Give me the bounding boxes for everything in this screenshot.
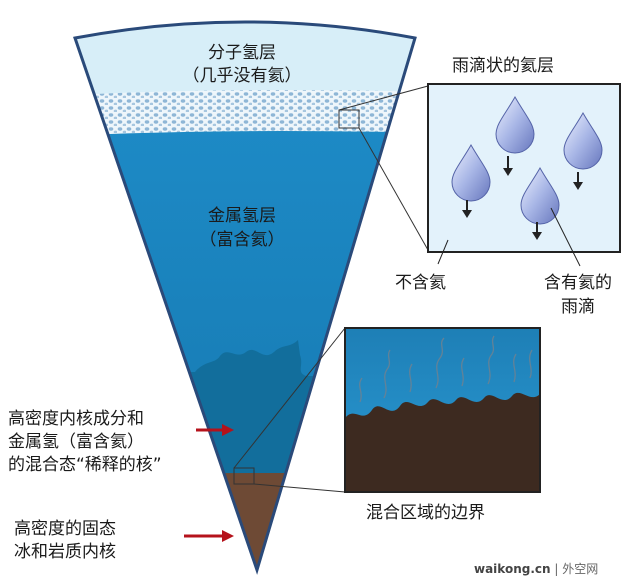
helium-droplet — [495, 95, 535, 176]
molecular-layer-note: （几乎没有氦） — [182, 66, 302, 86]
mixing-inset-frame — [344, 327, 541, 493]
leader-line — [437, 239, 449, 265]
metallic-layer-title: 金属氢层 — [208, 206, 276, 226]
helium-droplet-band — [75, 90, 415, 140]
solid-core-annotation-line1: 高密度的固态 — [14, 519, 116, 539]
watermark: waikong.cn | 外空网 — [474, 560, 598, 577]
watermark-site: waikong.cn — [474, 562, 551, 576]
watermark-separator: | — [550, 562, 563, 576]
watermark-name: 外空网 — [562, 562, 599, 576]
turbulence-wisps — [359, 335, 533, 403]
cone-outline — [73, 20, 417, 575]
metallic-layer-note: （富含氦） — [199, 230, 285, 250]
dilute-core-arrow — [196, 424, 234, 436]
helium-rain-title: 雨滴状的氦层 — [452, 56, 554, 76]
helium-droplet — [451, 143, 491, 218]
connector-line — [233, 327, 346, 469]
helium-droplet-label-line1: 含有氦的 — [544, 273, 612, 293]
connector-line — [338, 85, 429, 111]
dilute-core-annotation-line3: 的混合态“稀释的核” — [8, 455, 162, 475]
molecular-hydrogen-layer — [75, 22, 415, 102]
connector-line — [253, 483, 346, 493]
dilute-core-annotation-line2: 金属氢（富含氦） — [8, 432, 144, 452]
helium-droplet — [563, 111, 603, 190]
solid-core-annotation-line2: 冰和岩质内核 — [14, 542, 116, 562]
leader-line — [550, 207, 581, 267]
helium-droplet-label-line2: 雨滴 — [561, 297, 595, 317]
boundary-zoom-box — [233, 467, 255, 485]
droplet-zoom-box — [338, 109, 360, 129]
dilute-core-annotation-line1: 高密度内核成分和 — [8, 409, 144, 429]
boundary-dark-region — [345, 392, 540, 492]
molecular-layer-title: 分子氢层 — [208, 43, 276, 63]
mixing-boundary-caption: 混合区域的边界 — [366, 503, 485, 523]
solid-core-arrow — [184, 530, 234, 542]
connector-line — [358, 127, 429, 251]
helium-droplet — [520, 166, 560, 240]
no-helium-label: 不含氦 — [395, 273, 446, 293]
